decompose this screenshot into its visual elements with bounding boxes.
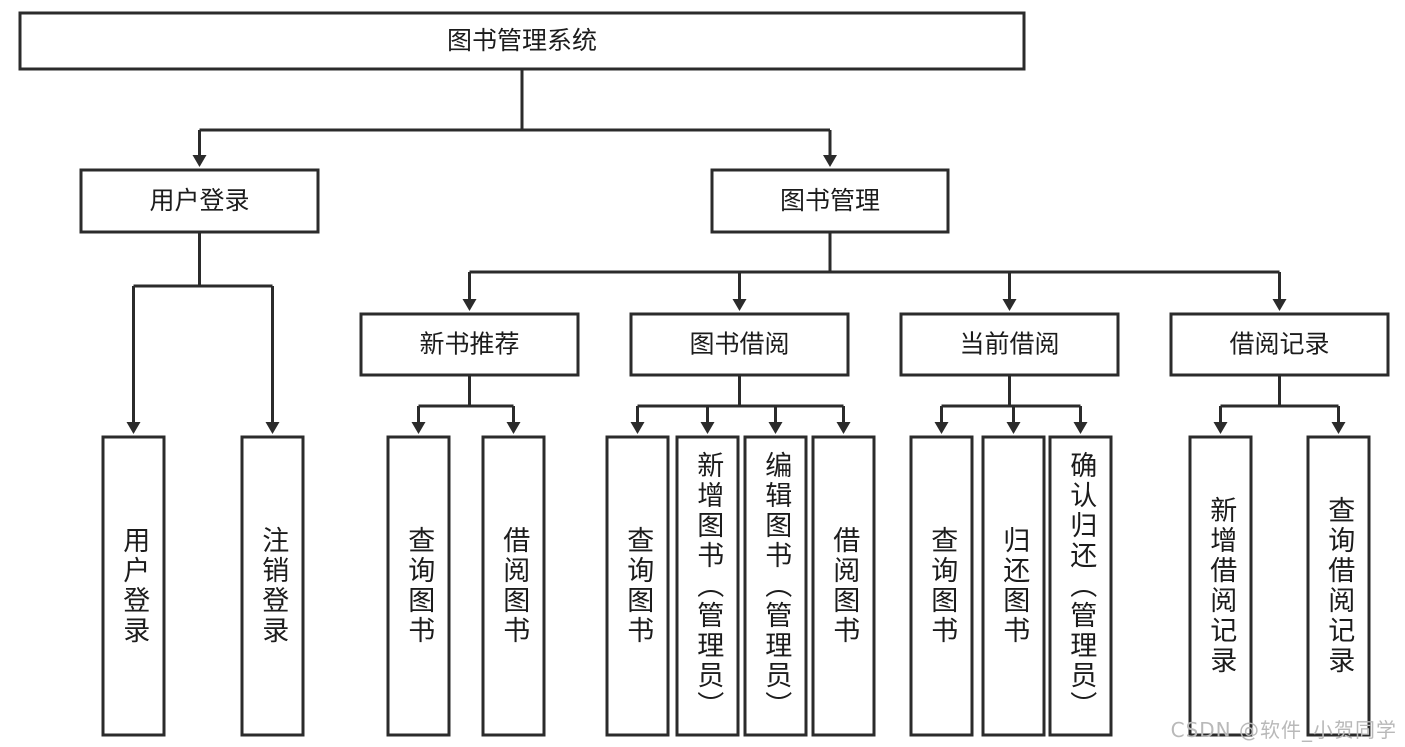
- watermark: CSDN @软件_小贺同学: [1170, 718, 1397, 742]
- node-leaf-box-新增借阅记录-11[interactable]: [1188, 435, 1253, 737]
- node-l3-label-图书借阅-1: 图书借阅: [689, 330, 789, 359]
- node-l3-label-借阅记录-3: 借阅记录: [1229, 330, 1329, 359]
- node-l3-box-新书推荐-0[interactable]: [359, 312, 580, 377]
- node-leaf-box-查询借阅记录-12[interactable]: [1306, 435, 1371, 737]
- node-leaf-box-查询图书-4[interactable]: [605, 435, 670, 737]
- connector-group: [126, 69, 1346, 434]
- node-leaf-box-用户登录-0[interactable]: [101, 435, 166, 737]
- node-l2-box-图书管理-1[interactable]: [710, 168, 950, 234]
- node-leaf-box-编辑图书管理员-6[interactable]: [743, 435, 808, 737]
- node-l2-label-用户登录-0: 用户登录: [149, 186, 249, 215]
- node-l3-label-新书推荐-0: 新书推荐: [419, 330, 519, 359]
- node-root-label: 图书管理系统: [447, 26, 597, 55]
- node-l2-box-用户登录-0[interactable]: [79, 168, 320, 234]
- node-leaf-box-借阅图书-7[interactable]: [811, 435, 876, 737]
- node-leaf-box-查询图书-8[interactable]: [909, 435, 974, 737]
- node-l3-box-图书借阅-1[interactable]: [629, 312, 850, 377]
- node-l3-box-借阅记录-3[interactable]: [1169, 312, 1390, 377]
- node-l3-box-当前借阅-2[interactable]: [899, 312, 1120, 377]
- node-l2-label-图书管理-1: 图书管理: [780, 186, 880, 215]
- node-root-box[interactable]: [18, 11, 1026, 71]
- node-leaf-box-借阅图书-3[interactable]: [481, 435, 546, 737]
- node-leaf-box-注销登录-1[interactable]: [240, 435, 305, 737]
- node-leaf-box-归还图书-9[interactable]: [981, 435, 1046, 737]
- node-leaf-box-新增图书管理员-5[interactable]: [675, 435, 740, 737]
- node-l3-label-当前借阅-2: 当前借阅: [959, 330, 1059, 359]
- node-leaf-box-确认归还管理员-10[interactable]: [1048, 435, 1113, 737]
- node-leaf-box-查询图书-2[interactable]: [386, 435, 451, 737]
